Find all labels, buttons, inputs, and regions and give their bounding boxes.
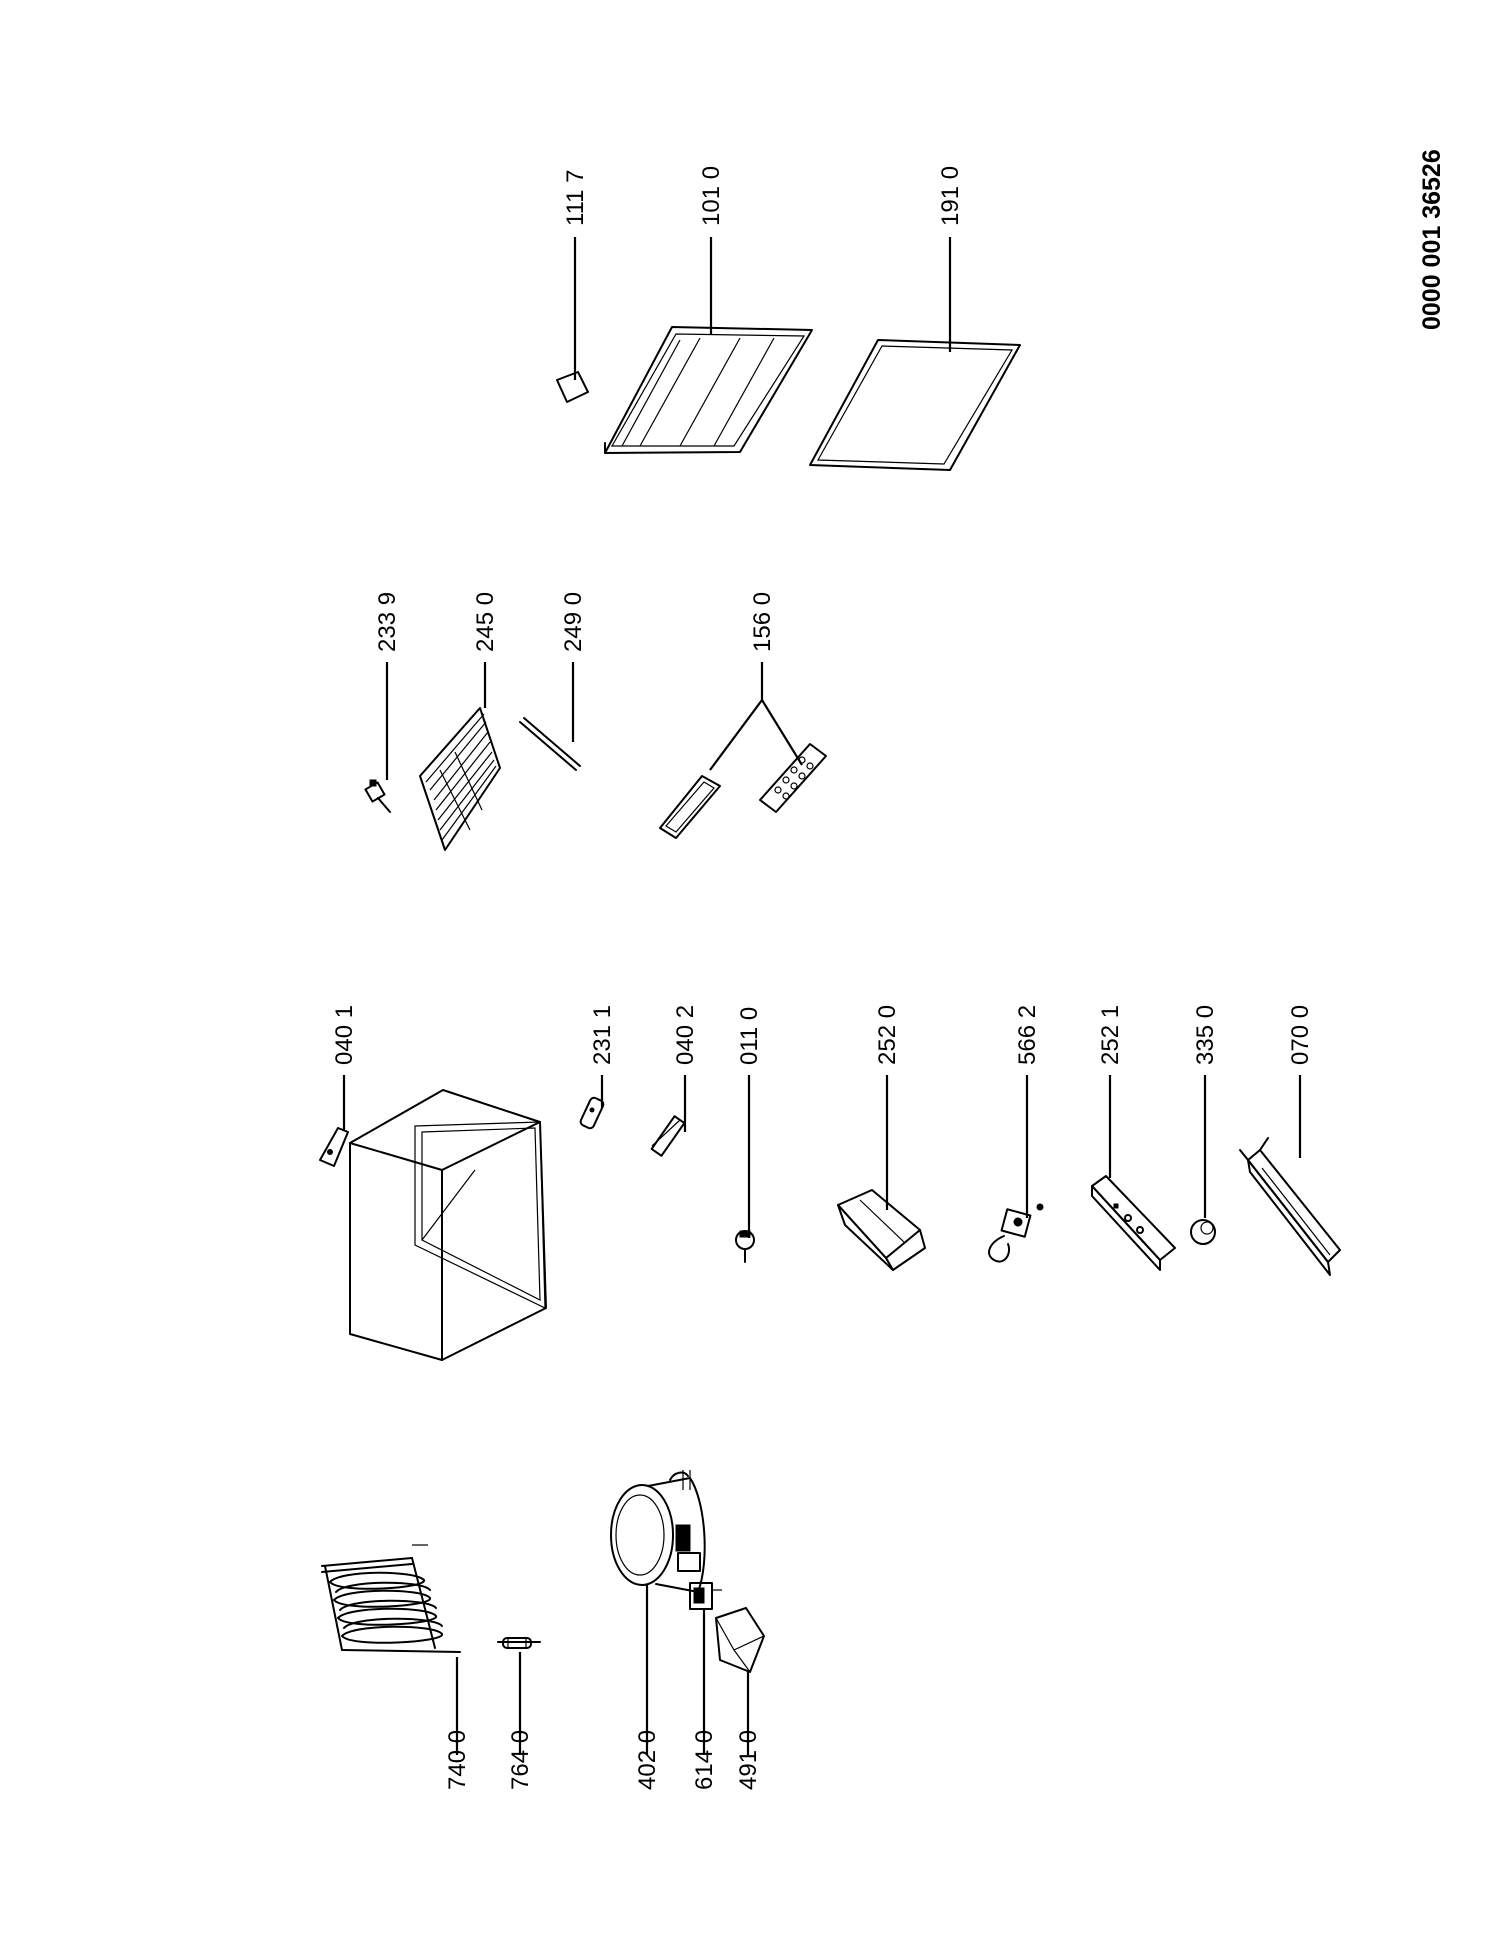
control-box-icon	[837, 1189, 926, 1271]
drain-plug-icon	[735, 1230, 755, 1263]
label-040-1: 040 1	[331, 1005, 358, 1065]
filter-drier-icon	[497, 1637, 541, 1649]
lid-gasket-icon	[809, 339, 1021, 471]
relay-cover-icon	[715, 1607, 765, 1673]
label-101-0: 101 0	[698, 166, 725, 226]
label-111-7: 111 7	[562, 170, 589, 227]
lamp-holder-icon	[364, 779, 391, 813]
condenser-coil-icon	[321, 1544, 461, 1653]
label-011-0: 011 0	[736, 1007, 763, 1065]
cabinet-icon	[349, 1089, 547, 1361]
label-191-0: 191 0	[937, 166, 964, 226]
part-labels: 740 0 764 0 402 0 614 0 491 0 040 1 231 …	[331, 166, 1314, 1790]
label-233-9: 233 9	[374, 592, 401, 652]
leader-156-0	[709, 662, 803, 771]
lid-icon	[604, 326, 813, 454]
label-156-0: 156 0	[749, 592, 776, 652]
document-number: 0000 001 36526	[1418, 149, 1446, 330]
badge-icon	[556, 371, 589, 403]
hinge-icon	[319, 1127, 349, 1167]
start-relay-icon	[689, 1582, 722, 1610]
label-231-1: 231 1	[589, 1005, 616, 1065]
control-panel-icon	[1091, 1175, 1176, 1271]
label-245-0: 245 0	[472, 592, 499, 652]
label-070-0: 070 0	[1287, 1005, 1314, 1065]
divider-rod-icon	[519, 717, 581, 771]
knob-icon	[1190, 1219, 1216, 1245]
ice-tray-icon	[659, 743, 827, 839]
label-249-0: 249 0	[560, 592, 587, 652]
label-335-0: 335 0	[1192, 1005, 1219, 1065]
wire-basket-icon	[419, 707, 501, 851]
label-252-0: 252 0	[874, 1005, 901, 1065]
lock-bracket-icon	[579, 1096, 605, 1130]
compressor-icon	[610, 1470, 706, 1593]
label-252-1: 252 1	[1097, 1005, 1124, 1065]
hinge-icon	[650, 1115, 686, 1157]
label-566-2: 566 2	[1014, 1005, 1041, 1065]
handle-bar-icon	[1239, 1137, 1341, 1276]
thermostat-icon	[988, 1203, 1044, 1263]
label-040-2: 040 2	[672, 1005, 699, 1065]
